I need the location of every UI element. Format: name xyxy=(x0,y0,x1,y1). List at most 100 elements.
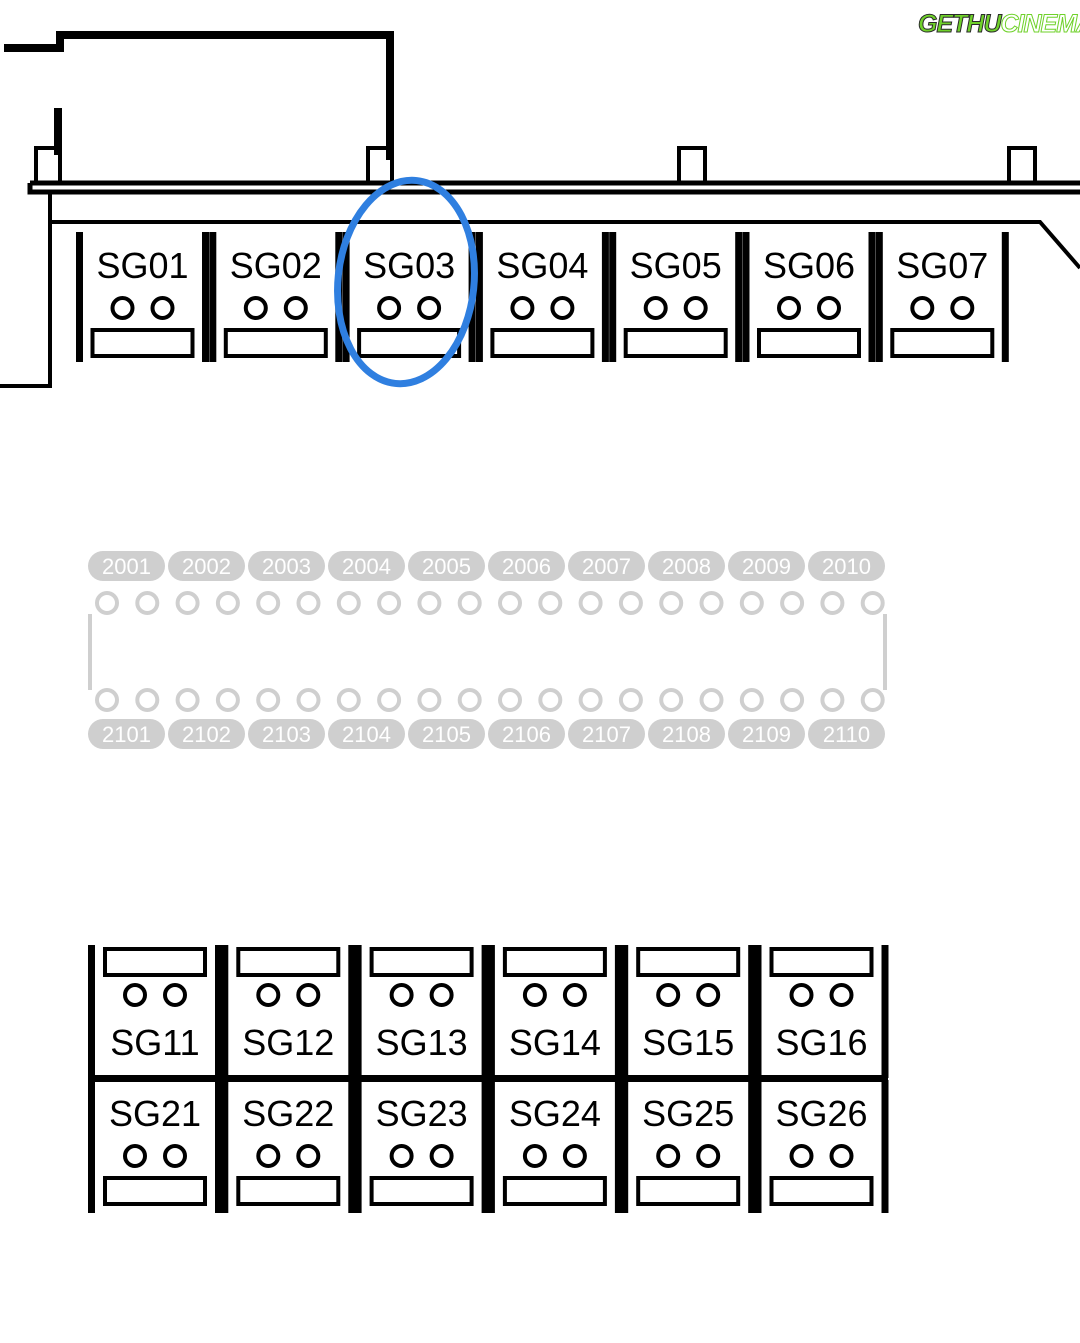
booth-wall xyxy=(487,945,495,1078)
seat-label-2107: 2107 xyxy=(568,719,645,749)
seat-circle[interactable] xyxy=(457,591,482,615)
seat-label-pill xyxy=(728,551,805,581)
seat-circle[interactable] xyxy=(659,591,684,615)
seat-circle[interactable] xyxy=(860,591,885,615)
seat-number: 2002 xyxy=(182,554,231,579)
booth-sg04[interactable]: SG04 xyxy=(475,232,609,362)
seat-circle[interactable] xyxy=(457,688,482,712)
seat-circle[interactable] xyxy=(296,591,321,615)
seat-circle[interactable] xyxy=(498,591,522,615)
seat-number: 2110 xyxy=(823,722,870,747)
booth-wall xyxy=(614,945,622,1078)
seat-circle[interactable] xyxy=(578,591,603,615)
booth-sg13[interactable]: SG13 xyxy=(354,945,489,1078)
booth-wall xyxy=(354,945,362,1078)
seat-circle[interactable] xyxy=(618,591,643,615)
seat-circle[interactable] xyxy=(256,591,281,615)
booth-sg15[interactable]: SG15 xyxy=(621,945,756,1078)
seat-circle[interactable] xyxy=(538,591,563,615)
booth-sg05[interactable]: SG05 xyxy=(609,232,743,362)
booth-label: SG04 xyxy=(496,245,588,286)
seat-circle[interactable] xyxy=(215,688,240,712)
booth-sg16[interactable]: SG16 xyxy=(754,945,889,1078)
seat-circle[interactable] xyxy=(336,688,361,712)
seat-circle[interactable] xyxy=(377,591,402,615)
seat-icon xyxy=(256,983,281,1007)
seat-circle[interactable] xyxy=(95,591,119,615)
booth-wall xyxy=(735,232,743,362)
seat-circle[interactable] xyxy=(739,591,764,615)
booth-sg22[interactable]: SG22 xyxy=(221,1080,356,1213)
seat-icon xyxy=(656,983,681,1007)
seat-circle[interactable] xyxy=(215,591,240,615)
seat-number: 2008 xyxy=(662,554,711,579)
seat-circle[interactable] xyxy=(739,688,764,712)
booth-sg02[interactable]: SG02 xyxy=(209,232,343,362)
seat-circle[interactable] xyxy=(417,591,442,615)
seat-circle[interactable] xyxy=(860,688,885,712)
seat-label-2005: 2005 xyxy=(408,551,485,581)
booth-wall xyxy=(601,232,609,362)
seat-number: 2005 xyxy=(422,554,471,579)
seat-icon xyxy=(283,296,308,320)
watermark-text-part2: CINEMA xyxy=(1000,10,1080,39)
booth-sg01[interactable]: SG01 xyxy=(76,232,209,362)
seat-circle[interactable] xyxy=(780,591,805,615)
seat-label-pill xyxy=(88,551,165,581)
building-structure xyxy=(0,31,1080,388)
watermark-logo: GETHUCINEMA xyxy=(916,4,1080,42)
seat-label-pill xyxy=(808,551,885,581)
seat-circle[interactable] xyxy=(578,688,603,712)
seat-circle[interactable] xyxy=(699,591,724,615)
seat-icon xyxy=(829,983,854,1007)
booth-label: SG24 xyxy=(509,1093,601,1134)
booth-counter xyxy=(502,1176,607,1206)
watermark-text-part1: GETHU xyxy=(918,10,1002,39)
seat-circle[interactable] xyxy=(417,688,442,712)
seat-circle[interactable] xyxy=(780,688,805,712)
booth-sg21[interactable]: SG21 xyxy=(88,1080,222,1213)
seat-circle[interactable] xyxy=(377,688,402,712)
booth-label: SG26 xyxy=(775,1093,867,1134)
seat-label-pill xyxy=(88,719,165,749)
seat-circle[interactable] xyxy=(820,688,845,712)
booth-wall xyxy=(875,232,883,362)
seat-label-pill xyxy=(408,719,485,749)
seat-circle[interactable] xyxy=(296,688,321,712)
seat-circle[interactable] xyxy=(135,591,160,615)
seat-number: 2104 xyxy=(342,722,391,747)
booth-sg25[interactable]: SG25 xyxy=(621,1080,756,1213)
seat-label-pill xyxy=(168,719,245,749)
booth-sg03[interactable]: SG03 xyxy=(342,232,476,362)
seat-circle[interactable] xyxy=(256,688,281,712)
seat-circle[interactable] xyxy=(175,591,200,615)
seat-circle[interactable] xyxy=(135,688,160,712)
booth-wall xyxy=(215,1080,222,1213)
booth-wall xyxy=(354,1080,362,1213)
booth-sg26[interactable]: SG26 xyxy=(754,1080,889,1213)
seat-icon xyxy=(163,1144,187,1168)
seat-label-pill xyxy=(568,719,645,749)
seat-circle[interactable] xyxy=(659,688,684,712)
seat-circle[interactable] xyxy=(336,591,361,615)
seat-circle[interactable] xyxy=(699,688,724,712)
seat-label-2103: 2103 xyxy=(248,719,325,749)
booth-sg07[interactable]: SG07 xyxy=(875,232,1009,362)
booth-sg06[interactable]: SG06 xyxy=(742,232,876,362)
booth-sg11[interactable]: SG11 xyxy=(88,945,222,1078)
booth-wall xyxy=(614,1080,622,1213)
booth-sg24[interactable]: SG24 xyxy=(487,1080,622,1213)
seat-circle[interactable] xyxy=(618,688,643,712)
seat-circle[interactable] xyxy=(538,688,563,712)
seat-circle[interactable] xyxy=(95,688,119,712)
seat-icon xyxy=(656,1144,681,1168)
seat-label-2104: 2104 xyxy=(328,719,405,749)
seat-circle[interactable] xyxy=(175,688,200,712)
seat-icon xyxy=(296,1144,321,1168)
booth-sg12[interactable]: SG12 xyxy=(221,945,356,1078)
booth-sg14[interactable]: SG14 xyxy=(487,945,622,1078)
booth-sg23[interactable]: SG23 xyxy=(354,1080,489,1213)
seat-icon xyxy=(696,1144,721,1168)
seat-circle[interactable] xyxy=(820,591,845,615)
seat-circle[interactable] xyxy=(498,688,522,712)
